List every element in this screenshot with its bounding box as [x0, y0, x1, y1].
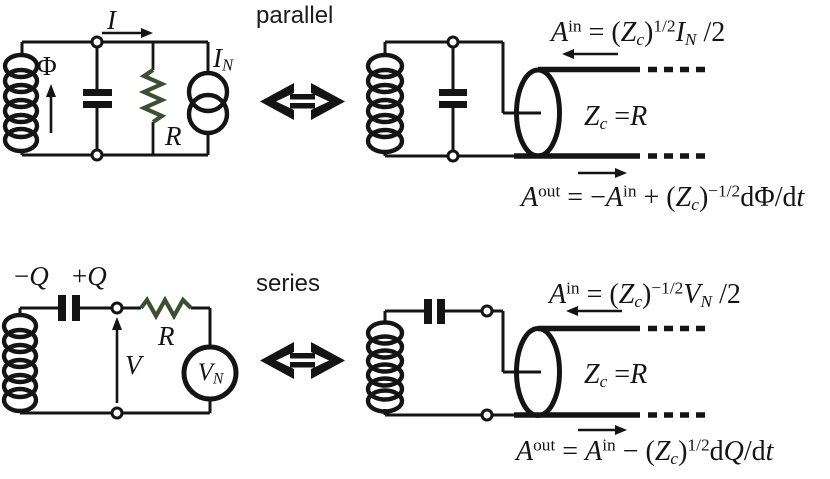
a-out-direction-arrow [578, 425, 627, 435]
wire [22, 40, 208, 157]
wire [385, 40, 514, 158]
node [110, 301, 124, 315]
resistor-label: R [158, 321, 175, 351]
equation-a-in-parallel: Ain = (Zc)1/2IN /2 [551, 16, 726, 49]
node [480, 304, 494, 318]
equivalence-arrow-bottom [260, 342, 345, 379]
noise-current-label: IN [213, 43, 234, 75]
capacitor [424, 299, 445, 324]
capacitor [58, 295, 80, 321]
inductor-coil [1, 312, 39, 414]
parallel-line-circuit [365, 35, 705, 178]
a-in-direction-arrow [562, 49, 618, 59]
node [446, 35, 460, 49]
inductor-coil [2, 52, 40, 154]
series-lumped-circuit [1, 295, 239, 420]
node [110, 406, 124, 420]
capacitor [439, 89, 467, 108]
series-line-circuit [365, 299, 705, 435]
equation-a-out-series: Aout = Ain − (Zc)1/2dQ/dt [516, 435, 774, 468]
row-label-series: series [256, 270, 321, 297]
charge-neg-label: −Q [14, 261, 49, 291]
row-label-parallel: parallel [256, 2, 334, 29]
flux-arrow [46, 84, 56, 133]
current-arrow [102, 28, 153, 38]
equation-a-in-series: Ain = (Zc)−1/2VN /2 [549, 278, 741, 311]
transmission-line [514, 325, 705, 418]
resistor [138, 68, 168, 124]
equation-a-out-parallel: Aout = −Ain + (Zc)−1/2dΦ/dt [521, 181, 805, 214]
voltage-label: V [125, 350, 142, 380]
node [446, 149, 460, 163]
resistor [139, 295, 193, 321]
current-source [186, 70, 230, 136]
impedance-label-parallel: Zc =R [584, 101, 648, 133]
resistor-label: R [165, 121, 182, 151]
transmission-line [514, 66, 705, 159]
flux-label: Φ [37, 51, 57, 81]
charge-pos-label: +Q [72, 261, 107, 291]
inductor-coil [365, 320, 405, 414]
current-label: I [107, 5, 116, 35]
wire [501, 42, 541, 115]
a-in-direction-arrow [566, 306, 622, 316]
node [90, 148, 104, 162]
node [90, 35, 104, 49]
node [480, 408, 494, 422]
voltage-arrow [112, 317, 122, 403]
impedance-label-series: Zc =R [584, 359, 648, 391]
parallel-lumped-circuit [2, 28, 230, 162]
voltage-source [181, 344, 239, 402]
inductor-coil [365, 52, 405, 155]
equivalence-arrow-top [260, 83, 345, 120]
noise-voltage-label: VN [197, 359, 224, 388]
capacitor [83, 89, 112, 108]
a-out-direction-arrow [578, 168, 627, 178]
